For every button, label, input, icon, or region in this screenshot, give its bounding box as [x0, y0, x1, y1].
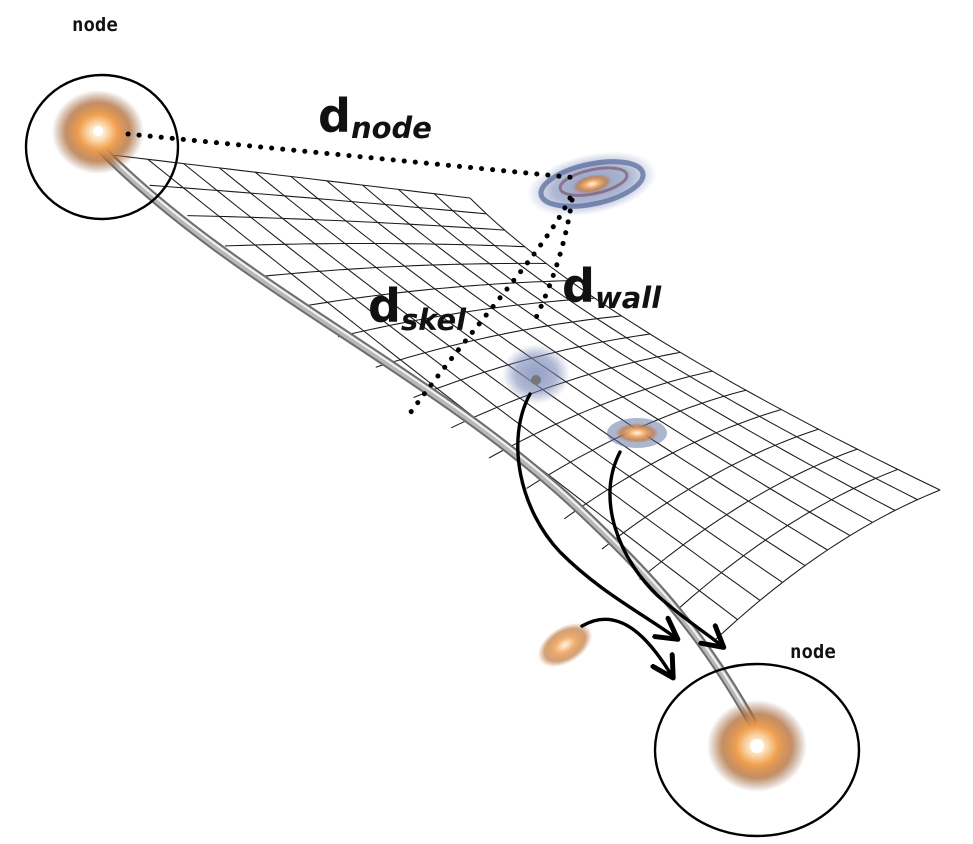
infall-arrow-icon — [516, 392, 676, 638]
elliptical-galaxy-icon — [607, 418, 667, 448]
wall-grid-line — [563, 408, 782, 520]
d-skel-line — [405, 195, 573, 419]
field-galaxy-icon — [537, 622, 593, 668]
spiral-galaxy-icon — [527, 151, 657, 217]
wall-grid-line — [676, 468, 898, 611]
wall-grid-line — [398, 189, 896, 511]
d-wall-label: dwall — [562, 259, 662, 315]
wall-grid-line — [433, 193, 918, 501]
wall-grid-line — [714, 489, 941, 641]
wall-grid-line — [219, 167, 783, 583]
node-top: node — [24, 14, 180, 221]
d-node-line — [125, 131, 581, 181]
node-top-label: node — [72, 14, 118, 36]
node-bottom-circle — [653, 662, 861, 838]
wall-grid — [111, 154, 941, 641]
wall-grid-line — [362, 184, 873, 523]
d-wall-line — [531, 197, 575, 325]
d-node-label: dnode — [318, 89, 432, 145]
distance-lines — [125, 131, 581, 419]
infall-arrow-icon — [608, 450, 722, 646]
infall-arrows — [516, 392, 722, 676]
node-top-circle — [24, 73, 180, 221]
wall-grid-line — [469, 197, 941, 491]
wall-grid-line — [187, 215, 505, 231]
wall-grid-line — [639, 448, 858, 580]
wall-grid-line — [183, 163, 761, 601]
node-bottom-label: node — [790, 641, 836, 663]
wall-galaxy-blue-icon — [502, 344, 570, 404]
filament-skeleton — [95, 143, 757, 727]
wall-grid-line — [147, 158, 738, 621]
d-skel-label: dskel — [368, 279, 467, 337]
infall-arrow-icon — [580, 617, 672, 676]
node-bottom: node — [653, 641, 861, 838]
wall-grid-line — [149, 184, 487, 215]
